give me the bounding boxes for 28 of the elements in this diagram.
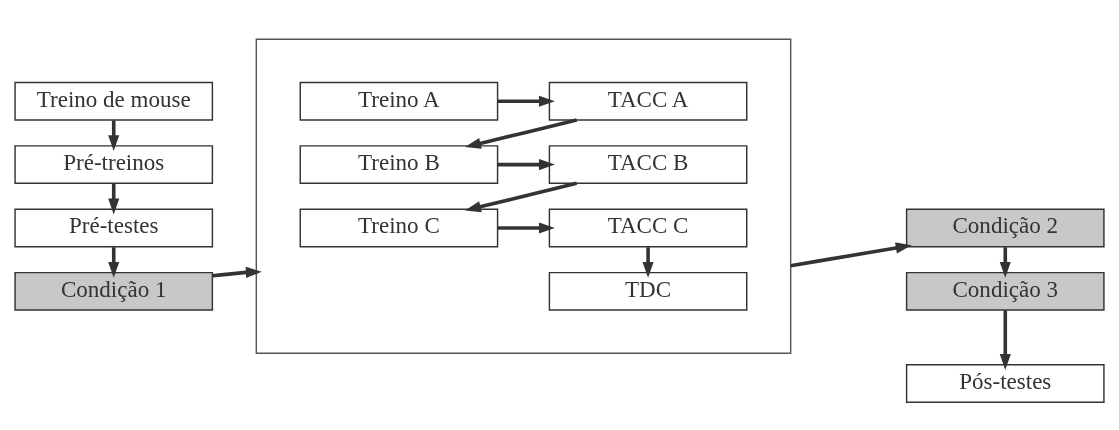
node-box: Treino de mouse	[14, 81, 214, 121]
node-box: TACC A	[548, 81, 748, 121]
node-box: Condição 1	[14, 271, 214, 311]
arrow	[497, 95, 555, 107]
node-box: Condição 2	[905, 208, 1105, 248]
arrow	[465, 118, 578, 149]
arrow	[497, 159, 555, 171]
node-box: Pré-testes	[14, 208, 214, 248]
node-box: Pós-testes	[905, 364, 1105, 403]
arrow	[212, 266, 262, 278]
arrow	[790, 242, 912, 268]
arrow	[108, 120, 120, 152]
node-box: TACC C	[548, 208, 748, 248]
arrow	[999, 310, 1011, 370]
arrow	[108, 247, 120, 278]
node-box: Pré-treinos	[14, 145, 214, 185]
arrow	[497, 222, 555, 234]
arrow	[465, 181, 578, 213]
node-box: Treino B	[299, 145, 499, 185]
node-box: Treino A	[299, 81, 499, 121]
node-box: Condição 3	[905, 271, 1105, 311]
cluster	[255, 38, 792, 354]
arrow	[108, 183, 120, 215]
node-box: TACC B	[548, 145, 748, 185]
arrow	[999, 247, 1011, 278]
node-box: Treino C	[299, 208, 499, 248]
node-box: TDC	[548, 271, 748, 311]
arrow	[642, 247, 654, 278]
